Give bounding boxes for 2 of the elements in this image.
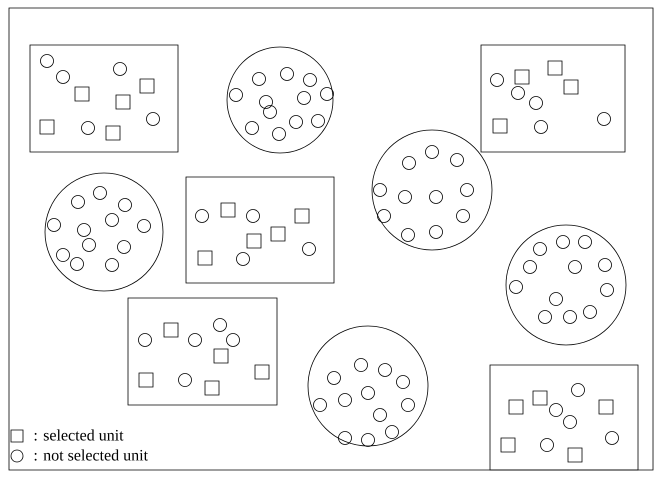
legend-text: : not selected unit [34, 449, 148, 461]
legend-text: : selected unit [34, 429, 124, 441]
